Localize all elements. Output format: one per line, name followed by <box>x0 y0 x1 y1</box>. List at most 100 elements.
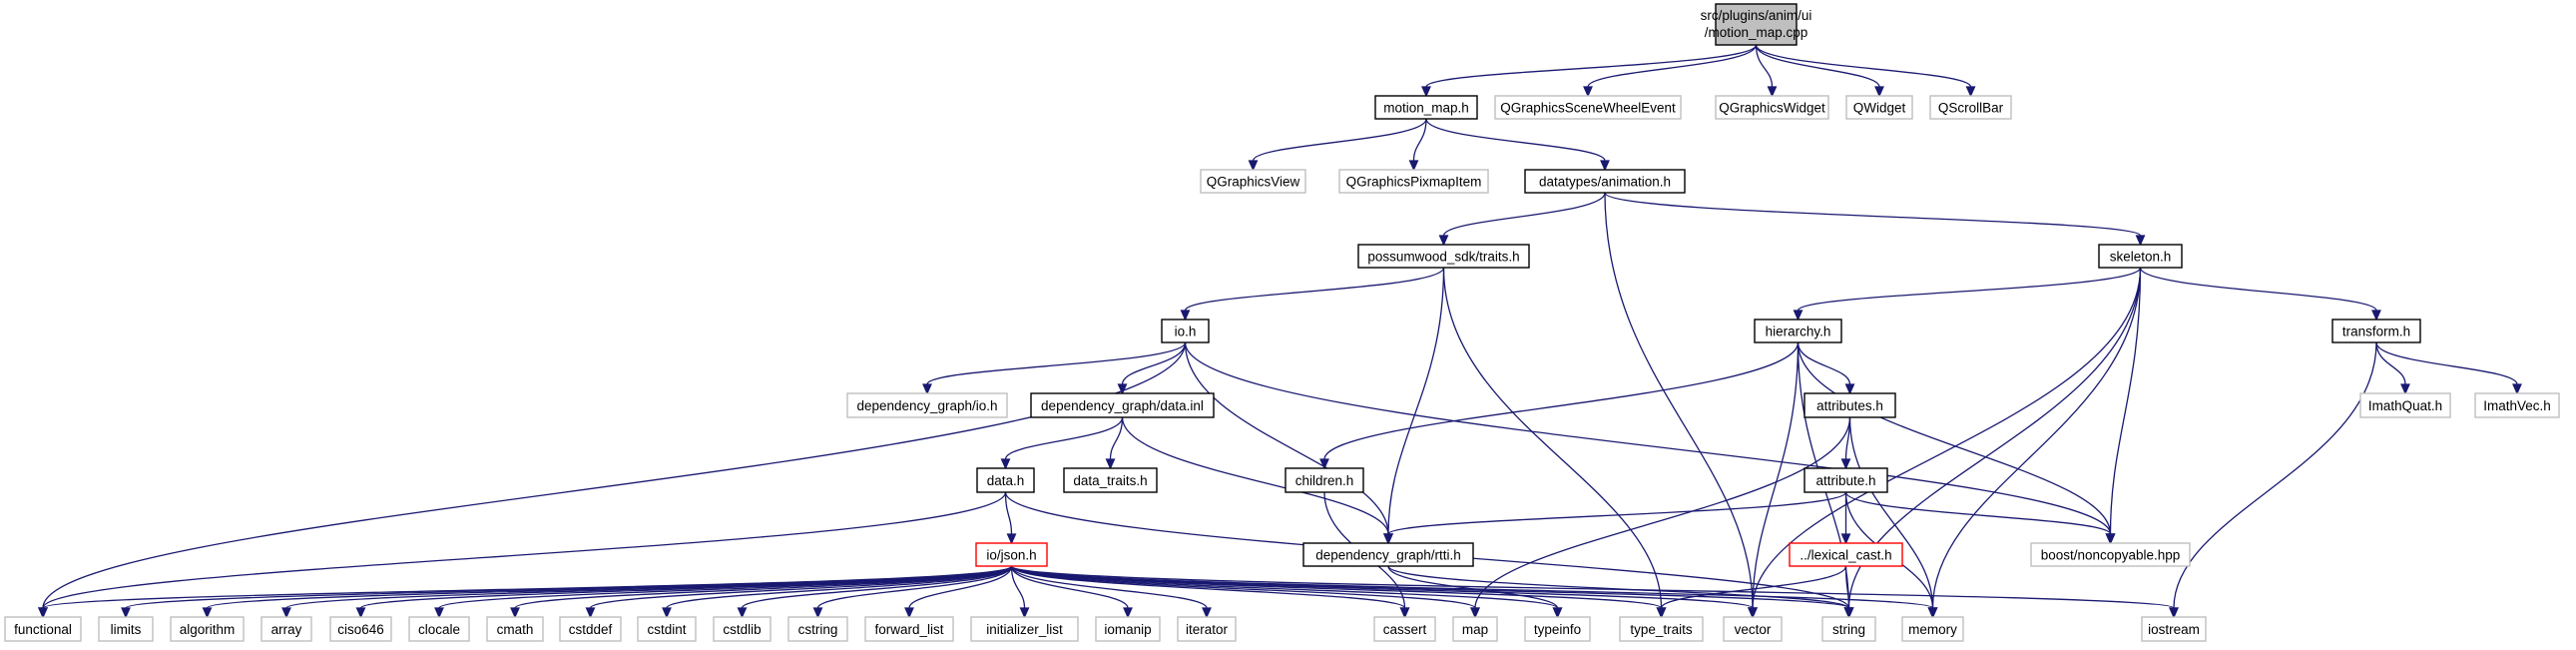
node-hierarchy-h[interactable]: hierarchy.h <box>1754 319 1842 343</box>
node-box-dependency-graph-rtti-h <box>1302 542 1474 567</box>
node-box-cstdint <box>637 616 697 642</box>
edge-lexical-cast-h-to-type-traits <box>1660 565 1847 609</box>
edge-io-h-to-dependency-graph-data-inl <box>1121 341 1187 385</box>
node-label-dependency-graph-io-h: dependency_graph/io.h <box>856 398 997 413</box>
node-transform-h[interactable]: transform.h <box>2331 319 2421 343</box>
node-box-type-traits <box>1619 616 1704 642</box>
edge-arrowhead-io-json-h-to-cstdlib <box>737 607 748 619</box>
edge-io-json-h-to-map <box>1010 565 1476 609</box>
node-box-functional <box>4 616 82 642</box>
edge-root-to-qwidget <box>1755 44 1880 88</box>
edge-arrowhead-io-h-to-dependency-graph-data-inl <box>1117 383 1128 395</box>
edge-arrowhead-datatypes-animation-h-to-possumwood-traits-h <box>1438 235 1449 247</box>
node-lexical-cast-h[interactable]: ../lexical_cast.h <box>1789 542 1903 567</box>
node-box-skeleton-h <box>2098 244 2183 269</box>
node-string: string <box>1821 616 1876 642</box>
edge-datatypes-animation-h-to-skeleton-h <box>1604 192 2142 237</box>
node-attributes-h[interactable]: attributes.h <box>1803 392 1896 418</box>
node-dependency-graph-rtti-h[interactable]: dependency_graph/rtti.h <box>1302 542 1474 567</box>
edge-io-json-h-to-cstdlib <box>741 565 1013 609</box>
node-box-forward-list <box>864 616 954 642</box>
node-box-algorithm <box>170 616 245 642</box>
edge-io-json-h-to-typeinfo <box>1010 565 1559 609</box>
edge-arrowhead-io-h-to-dependency-graph-io-h <box>922 383 932 395</box>
node-typeinfo: typeinfo <box>1524 616 1591 642</box>
edge-arrowhead-io-json-h-to-limits <box>121 607 131 619</box>
edge-io-json-h-to-clocale <box>438 565 1013 609</box>
node-children-h[interactable]: children.h <box>1285 467 1364 493</box>
node-label-qgraphicsscenewheelevent: QGraphicsSceneWheelEvent <box>1500 101 1676 116</box>
node-label-memory: memory <box>1908 622 1957 637</box>
edge-hierarchy-h-to-children-h <box>1323 341 1800 460</box>
node-ciso646: ciso646 <box>329 616 392 642</box>
node-box-dependency-graph-data-inl <box>1030 392 1215 418</box>
node-root[interactable]: src/plugins/anim/ui/motion_map.cpp <box>1701 3 1812 46</box>
node-datatypes-animation-h[interactable]: datatypes/animation.h <box>1524 169 1686 194</box>
node-label-motion-map-h: motion_map.h <box>1383 101 1469 116</box>
node-boost-noncopyable-hpp: boost/noncopyable.hpp <box>2030 542 2191 567</box>
edge-arrowhead-datatypes-animation-h-to-skeleton-h <box>2135 235 2146 247</box>
node-label-iterator: iterator <box>1186 622 1229 637</box>
node-dependency-graph-io-h: dependency_graph/io.h <box>846 392 1008 418</box>
node-box-root <box>1715 3 1798 46</box>
node-label-qgraphicswidget: QGraphicsWidget <box>1719 101 1825 116</box>
node-box-transform-h <box>2331 319 2421 343</box>
node-box-initializer-list <box>970 616 1079 642</box>
edge-io-json-h-to-memory <box>1010 565 1934 609</box>
node-box-motion-map-h <box>1374 95 1478 120</box>
node-box-io-h <box>1161 319 1210 343</box>
node-qgraphicswidget: QGraphicsWidget <box>1715 95 1829 120</box>
edge-possumwood-traits-h-to-type-traits <box>1442 267 1663 609</box>
node-box-string <box>1821 616 1876 642</box>
node-io-json-h[interactable]: io/json.h <box>975 542 1048 567</box>
edge-arrowhead-data-h-to-io-json-h <box>1006 533 1017 545</box>
node-box-data-h <box>976 467 1035 493</box>
node-iterator: iterator <box>1177 616 1237 642</box>
edge-io-h-to-dependency-graph-io-h <box>926 341 1187 385</box>
edge-arrowhead-possumwood-traits-h-to-io-h <box>1180 310 1191 322</box>
node-attribute-h[interactable]: attribute.h <box>1803 467 1888 493</box>
node-box-dependency-graph-io-h <box>846 392 1008 418</box>
node-dependency-graph-data-inl[interactable]: dependency_graph/data.inl <box>1030 392 1215 418</box>
node-iostream: iostream <box>2141 616 2207 642</box>
edge-arrowhead-io-json-h-to-iterator <box>1202 607 1212 619</box>
node-functional: functional <box>4 616 82 642</box>
node-data-h[interactable]: data.h <box>976 467 1035 493</box>
edge-arrowhead-io-json-h-to-cstddef <box>585 607 596 619</box>
node-vector: vector <box>1723 616 1783 642</box>
edge-arrowhead-io-json-h-to-type-traits <box>1656 607 1667 619</box>
node-motion-map-h[interactable]: motion_map.h <box>1374 95 1478 120</box>
node-qgraphicsscenewheelevent: QGraphicsSceneWheelEvent <box>1494 95 1682 120</box>
node-label-dependency-graph-rtti-h: dependency_graph/rtti.h <box>1315 548 1461 563</box>
node-io-h[interactable]: io.h <box>1161 319 1210 343</box>
edge-arrowhead-io-json-h-to-cstdint <box>662 607 672 619</box>
node-imathvec-h: ImathVec.h <box>2474 392 2560 418</box>
node-box-attributes-h <box>1803 392 1896 418</box>
node-label-typeinfo: typeinfo <box>1534 622 1581 637</box>
node-label-ciso646: ciso646 <box>337 622 384 637</box>
node-box-iostream <box>2141 616 2207 642</box>
node-label-cassert: cassert <box>1383 622 1427 637</box>
node-data-traits-h[interactable]: data_traits.h <box>1063 467 1158 493</box>
edge-io-json-h-to-string <box>1010 565 1850 609</box>
node-label-attributes-h: attributes.h <box>1816 398 1883 413</box>
node-initializer-list: initializer_list <box>970 616 1079 642</box>
node-box-boost-noncopyable-hpp <box>2030 542 2191 567</box>
node-skeleton-h[interactable]: skeleton.h <box>2098 244 2183 269</box>
node-label-cmath: cmath <box>497 622 534 637</box>
node-label-clocale: clocale <box>418 622 460 637</box>
nodes-layer: src/plugins/anim/ui/motion_map.cppmotion… <box>4 3 2560 642</box>
edge-skeleton-h-to-hierarchy-h <box>1797 267 2142 312</box>
edge-root-to-motion-map-h <box>1425 44 1758 88</box>
edge-arrowhead-root-to-qscrollbar <box>1965 86 1976 98</box>
node-box-children-h <box>1285 467 1364 493</box>
edge-skeleton-h-to-vector <box>1752 267 2142 609</box>
node-box-hierarchy-h <box>1754 319 1842 343</box>
edge-io-json-h-to-cstddef <box>589 565 1013 609</box>
edge-io-json-h-to-iomanip <box>1010 565 1129 609</box>
edge-arrowhead-io-json-h-to-array <box>281 607 291 619</box>
edge-attribute-h-to-dependency-graph-rtti-h <box>1387 491 1847 535</box>
node-label-qscrollbar: QScrollBar <box>1938 101 2004 116</box>
node-possumwood-traits-h[interactable]: possumwood_sdk/traits.h <box>1357 244 1530 269</box>
node-label-limits: limits <box>111 622 142 637</box>
